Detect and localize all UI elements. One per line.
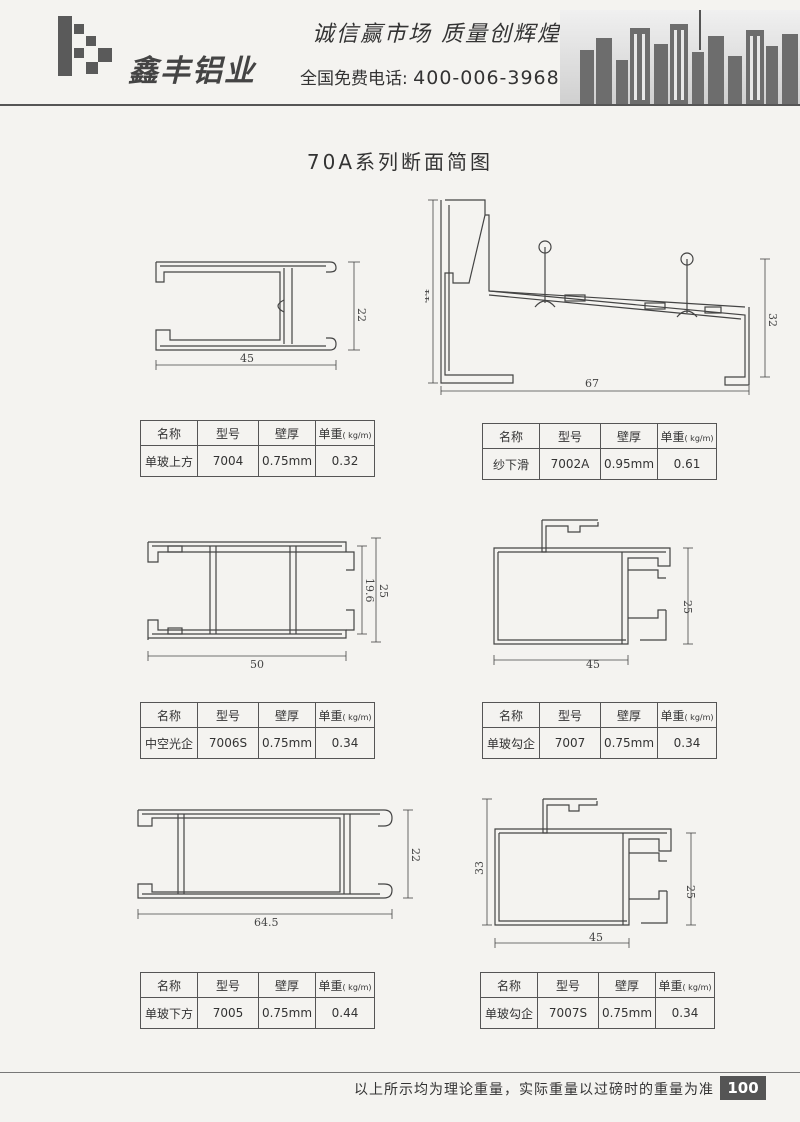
- header-name: 名称: [140, 972, 198, 998]
- dim-width-7007: 45: [586, 658, 600, 670]
- profile-weight: 0.34: [655, 997, 715, 1029]
- profile-weight: 0.61: [657, 448, 717, 480]
- spec-table-7002A: 名称 型号 壁厚 单重( kg/m) 纱下滑 7002A 0.95mm 0.61: [482, 423, 717, 480]
- profile-thickness: 0.75mm: [600, 727, 658, 759]
- profile-name: 中空光企: [140, 727, 198, 759]
- profile-diagram-7007: 45 25: [493, 519, 694, 670]
- dim-height-left-7007S: 33: [473, 861, 486, 875]
- header-model: 型号: [539, 702, 601, 728]
- hotline-label: 全国免费电话:: [300, 69, 408, 89]
- profile-name: 单玻勾企: [480, 997, 538, 1029]
- profile-diagram-7006S: 50 19.6 25: [147, 537, 390, 670]
- profile-diagram-7005: 64.5 22: [137, 809, 420, 928]
- header-model: 型号: [197, 972, 259, 998]
- spec-table-7004: 名称 型号 壁厚 单重( kg/m) 单玻上方 7004 0.75mm 0.32: [140, 420, 375, 477]
- header-name: 名称: [140, 420, 198, 446]
- company-logo-icon: [58, 16, 118, 76]
- dim-outer-height-7006S: 25: [377, 584, 390, 598]
- spec-table-7007S: 名称 型号 壁厚 单重( kg/m) 单玻勾企 7007S 0.75mm 0.3…: [480, 972, 715, 1029]
- dim-height-7007: 25: [681, 600, 694, 614]
- profile-weight: 0.32: [315, 445, 375, 477]
- hotline-number: 400-006-3968: [413, 67, 560, 89]
- header-model: 型号: [197, 702, 259, 728]
- profile-thickness: 0.75mm: [598, 997, 656, 1029]
- company-brand: 鑫丰铝业: [128, 54, 256, 89]
- profile-model: 7007S: [537, 997, 599, 1029]
- dim-inner-height-7006S: 19.6: [363, 578, 376, 603]
- header-weight: 单重( kg/m): [315, 972, 375, 998]
- header-thickness: 壁厚: [258, 972, 316, 998]
- header-thickness: 壁厚: [600, 423, 658, 449]
- spec-table-7006S: 名称 型号 壁厚 单重( kg/m) 中空光企 7006S 0.75mm 0.3…: [140, 702, 375, 759]
- profile-name: 单玻上方: [140, 445, 198, 477]
- header-weight: 单重( kg/m): [315, 702, 375, 728]
- header-weight: 单重( kg/m): [315, 420, 375, 446]
- profile-diagram-7002A: 67 44 32: [425, 199, 779, 395]
- dim-height-right-7007S: 25: [684, 885, 697, 899]
- profile-model: 7002A: [539, 448, 601, 480]
- profile-weight: 0.44: [315, 997, 375, 1029]
- dim-width-7007S: 45: [589, 931, 603, 944]
- header-divider: [0, 104, 800, 106]
- header-name: 名称: [482, 702, 540, 728]
- page-header: 鑫丰铝业 诚信赢市场 质量创辉煌 全国免费电话: 400-006-3968: [0, 0, 800, 108]
- profile-thickness: 0.95mm: [600, 448, 658, 480]
- profile-weight: 0.34: [657, 727, 717, 759]
- dim-height-7004: 22: [355, 308, 368, 322]
- page-number: 100: [720, 1076, 766, 1100]
- page-title: 70A系列断面简图: [306, 150, 494, 174]
- profile-thickness: 0.75mm: [258, 727, 316, 759]
- hotline: 全国免费电话: 400-006-3968: [300, 64, 560, 89]
- footer-note: 以上所示均为理论重量，实际重量以过磅时的重量为准: [354, 1082, 714, 1098]
- header-thickness: 壁厚: [600, 702, 658, 728]
- company-slogan: 诚信赢市场 质量创辉煌: [312, 22, 561, 47]
- dim-height-left-7002A: 44: [425, 289, 432, 303]
- spec-table-7005: 名称 型号 壁厚 单重( kg/m) 单玻下方 7005 0.75mm 0.44: [140, 972, 375, 1029]
- header-model: 型号: [539, 423, 601, 449]
- header-thickness: 壁厚: [258, 702, 316, 728]
- header-weight: 单重( kg/m): [655, 972, 715, 998]
- dim-width-7004: 45: [240, 352, 254, 365]
- header-thickness: 壁厚: [598, 972, 656, 998]
- city-skyline-image: [560, 10, 800, 106]
- profile-diagram-7007S: 45 33 25: [473, 798, 697, 948]
- dim-width-7005: 64.5: [254, 916, 279, 928]
- profile-model: 7006S: [197, 727, 259, 759]
- profile-model: 7004: [197, 445, 259, 477]
- profile-name: 纱下滑: [482, 448, 540, 480]
- dim-width-7002A: 67: [585, 377, 599, 390]
- profile-weight: 0.34: [315, 727, 375, 759]
- profile-diagram-7004: 45 22: [155, 261, 368, 370]
- header-model: 型号: [197, 420, 259, 446]
- profile-thickness: 0.75mm: [258, 445, 316, 477]
- header-thickness: 壁厚: [258, 420, 316, 446]
- header-weight: 单重( kg/m): [657, 423, 717, 449]
- header-weight: 单重( kg/m): [657, 702, 717, 728]
- header-name: 名称: [482, 423, 540, 449]
- spec-table-7007: 名称 型号 壁厚 单重( kg/m) 单玻勾企 7007 0.75mm 0.34: [482, 702, 717, 759]
- profile-model: 7007: [539, 727, 601, 759]
- profile-thickness: 0.75mm: [258, 997, 316, 1029]
- profile-name: 单玻勾企: [482, 727, 540, 759]
- profile-model: 7005: [197, 997, 259, 1029]
- header-model: 型号: [537, 972, 599, 998]
- dim-width-7006S: 50: [250, 658, 264, 670]
- dim-height-right-7002A: 32: [766, 313, 779, 327]
- dim-height-7005: 22: [409, 848, 420, 862]
- header-name: 名称: [140, 702, 198, 728]
- footer-divider: [0, 1072, 800, 1073]
- header-name: 名称: [480, 972, 538, 998]
- profile-name: 单玻下方: [140, 997, 198, 1029]
